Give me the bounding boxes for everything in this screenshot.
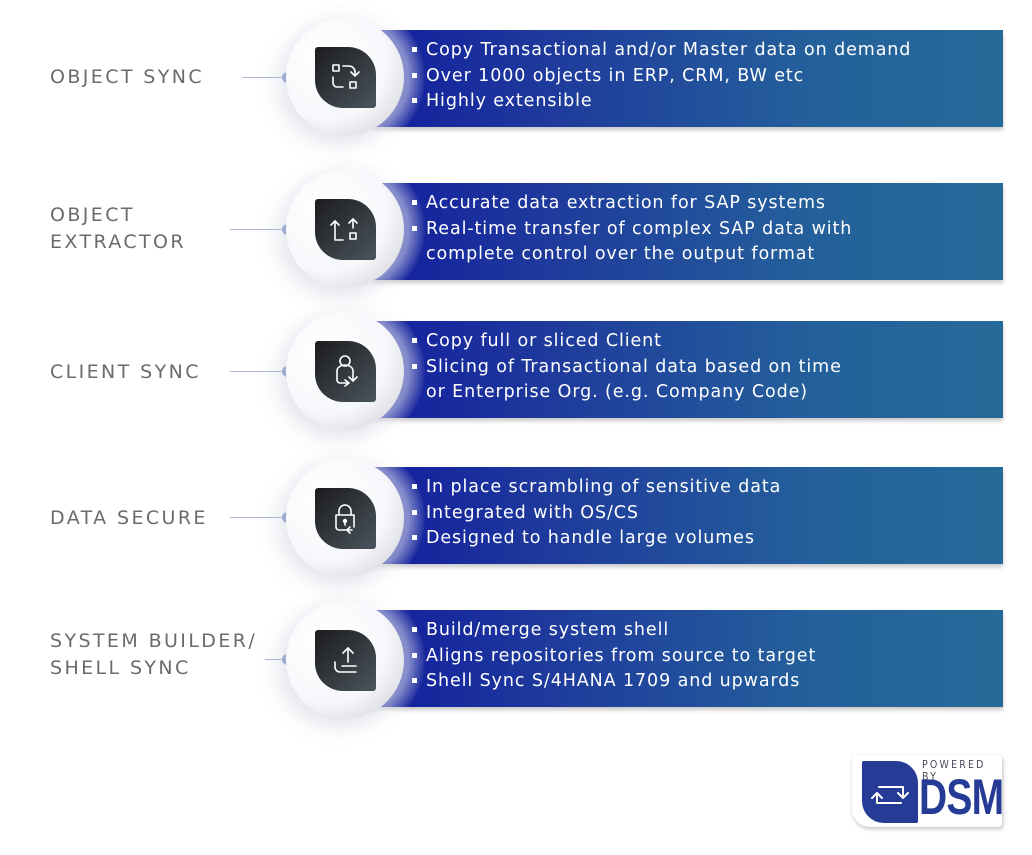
bullet-item: Shell Sync S/4HANA 1709 and upwards: [412, 669, 993, 695]
icon-circle: [286, 312, 404, 430]
feature-label: DATA SECURE: [50, 505, 208, 532]
object-extractor-icon: [330, 218, 358, 241]
feature-label-line: OBJECT: [50, 204, 135, 226]
feature-banner: Copy full or sliced Client Slicing of Tr…: [372, 321, 1003, 418]
icon-circle: [286, 18, 404, 136]
feature-label: OBJECT EXTRACTOR: [50, 202, 186, 256]
bullet-item: complete control over the output format: [426, 244, 816, 265]
feature-label-text: DATA SECURE: [50, 507, 208, 529]
client-sync-icon: [336, 355, 358, 387]
powered-by-dsm-logo: POWERED BY DSM: [852, 755, 1004, 827]
feature-label: CLIENT SYNC: [50, 359, 201, 386]
icon-tile: [315, 341, 376, 402]
feature-row-system-builder: SYSTEM BUILDER/ SHELL SYNC Build/merge s…: [0, 580, 1032, 735]
bullet-list: In place scrambling of sensitive data In…: [412, 475, 993, 552]
bullet-item: Copy full or sliced Client: [412, 329, 993, 355]
feature-banner: Copy Transactional and/or Master data on…: [372, 30, 1003, 127]
bullet-item: Integrated with OS/CS: [412, 501, 993, 527]
bullet-item: Copy Transactional and/or Master data on…: [412, 38, 993, 64]
bullet-list: Accurate data extraction for SAP systems…: [412, 191, 993, 268]
icon-tile: [315, 488, 376, 549]
bullet-item: Slicing of Transactional data based on t…: [412, 355, 993, 381]
bullet-list: Copy Transactional and/or Master data on…: [412, 38, 993, 115]
feature-row-data-secure: DATA SECURE In place scrambling of sensi…: [0, 435, 1032, 593]
object-sync-icon: [332, 64, 360, 89]
bullet-item: Designed to handle large volumes: [412, 526, 993, 552]
logo-mark: [862, 761, 918, 823]
bullet-item: Aligns repositories from source to targe…: [412, 644, 993, 670]
lock-icon: [335, 504, 355, 534]
feature-label-line: SYSTEM BUILDER/: [50, 630, 258, 652]
feature-label-text: CLIENT SYNC: [50, 361, 201, 383]
icon-circle: [286, 601, 404, 719]
feature-label: SYSTEM BUILDER/ SHELL SYNC: [50, 628, 257, 682]
sync-arrows-icon: [871, 786, 909, 804]
powered-by-text: POWERED BY: [922, 759, 986, 783]
bullet-item: Build/merge system shell: [412, 618, 993, 644]
feature-row-object-sync: OBJECT SYNC Copy Transactional and/or Ma…: [0, 0, 1032, 152]
connector-line: [230, 517, 287, 518]
icon-tile: [315, 199, 376, 260]
bullet-list: Copy full or sliced Client Slicing of Tr…: [412, 329, 993, 406]
connector-line: [230, 371, 287, 372]
upload-shell-icon: [334, 647, 357, 673]
icon-tile: [315, 47, 376, 108]
feature-banner: Accurate data extraction for SAP systems…: [372, 183, 1003, 280]
bullet-item: Over 1000 objects in ERP, CRM, BW etc: [412, 64, 993, 90]
bullet-item: Highly extensible: [412, 89, 993, 115]
icon-circle: [286, 170, 404, 288]
feature-row-object-extractor: OBJECT EXTRACTOR Accurate data extractio…: [0, 145, 1032, 304]
connector-line: [242, 77, 287, 78]
icon-circle: [286, 459, 404, 577]
connector-line: [230, 229, 287, 230]
bullet-list: Build/merge system shell Aligns reposito…: [412, 618, 993, 695]
feature-row-client-sync: CLIENT SYNC Copy full or sliced Client S…: [0, 290, 1032, 446]
bullet-item: Real-time transfer of complex SAP data w…: [412, 217, 993, 243]
feature-banner: In place scrambling of sensitive data In…: [372, 467, 1003, 564]
brand-name: DSM: [919, 769, 1004, 825]
bullet-item: In place scrambling of sensitive data: [412, 475, 993, 501]
bullet-item: or Enterprise Org. (e.g. Company Code): [426, 382, 808, 403]
feature-label: OBJECT SYNC: [50, 64, 204, 91]
feature-banner: Build/merge system shell Aligns reposito…: [372, 610, 1003, 707]
bullet-item: Accurate data extraction for SAP systems: [412, 191, 993, 217]
feature-label-line: EXTRACTOR: [50, 231, 187, 253]
feature-label-line: SHELL SYNC: [50, 657, 191, 679]
icon-tile: [315, 630, 376, 691]
feature-label-text: OBJECT SYNC: [50, 66, 205, 88]
